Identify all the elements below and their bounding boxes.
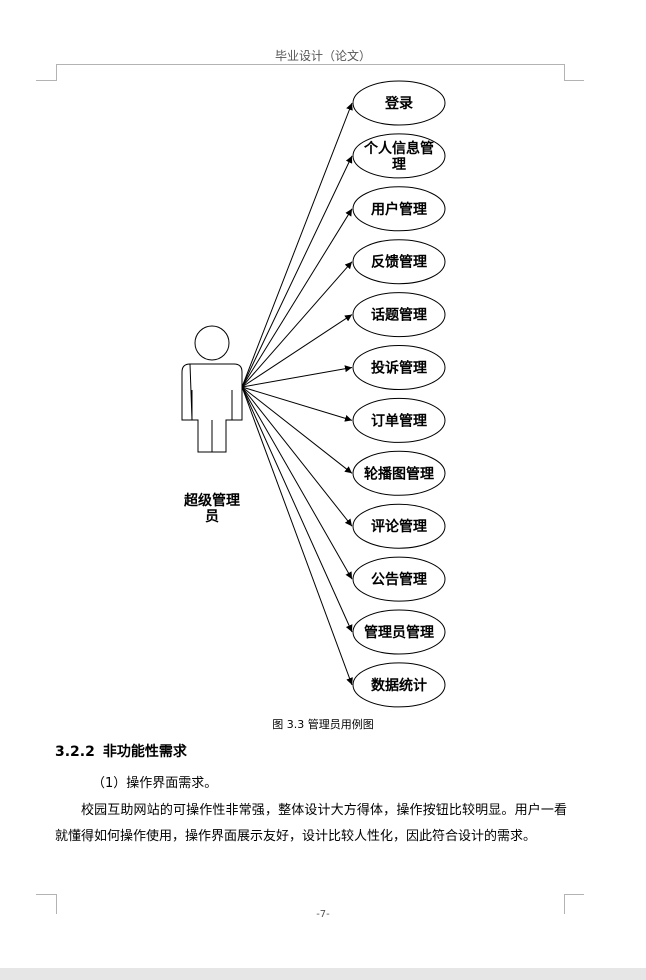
association-arrow xyxy=(241,386,353,422)
association-arrow xyxy=(241,386,353,474)
use-cases: 登录个人信息管理用户管理反馈管理话题管理投诉管理订单管理轮播图管理评论管理公告管… xyxy=(352,80,446,708)
use-case-ellipse xyxy=(352,662,446,708)
use-case: 话题管理 xyxy=(352,292,446,338)
use-case-ellipse xyxy=(352,345,446,390)
use-case-label: 公告管理 xyxy=(371,571,427,588)
association-arrow xyxy=(241,261,353,388)
use-case-label: 反馈管理 xyxy=(371,254,427,271)
use-case-label: 评论管理 xyxy=(371,518,427,535)
use-case: 管理员管理 xyxy=(352,609,446,655)
section-heading: 3.2.2 非功能性需求 xyxy=(55,741,187,761)
use-case-ellipse xyxy=(352,133,446,179)
use-case-ellipse xyxy=(352,397,446,443)
use-case-label: 管理员管理 xyxy=(364,624,434,641)
use-case-label: 理 xyxy=(392,157,406,173)
crop-mark-top-right-v xyxy=(564,64,565,81)
crop-mark-bottom-right-v xyxy=(564,894,565,914)
list-item: （1）操作界面需求。 xyxy=(92,776,218,791)
use-case-label: 投诉管理 xyxy=(371,360,427,377)
use-case-label: 轮播图管理 xyxy=(364,465,434,482)
use-case-ellipse xyxy=(352,239,446,285)
actor-label-line: 员 xyxy=(205,509,219,525)
association-arrow xyxy=(241,386,353,527)
header-rule xyxy=(56,64,564,65)
use-case: 公告管理 xyxy=(352,556,446,602)
body-paragraph: 校园互助网站的可操作性非常强，整体设计大方得体，操作按钮比较明显。用户一看就懂得… xyxy=(55,803,567,844)
use-case-ellipse xyxy=(352,80,446,126)
use-case: 反馈管理 xyxy=(352,239,446,285)
crop-mark-top-left-v xyxy=(56,64,57,81)
use-case-ellipse xyxy=(352,292,446,338)
association-arrows xyxy=(241,102,353,686)
use-case: 登录 xyxy=(352,80,446,126)
use-case: 订单管理 xyxy=(352,397,446,443)
crop-mark-bottom-left-v xyxy=(56,894,57,914)
crop-mark-bottom-left-h xyxy=(36,894,56,895)
figure-caption: 图 3.3 管理员用例图 xyxy=(272,718,374,731)
use-case-ellipse xyxy=(352,186,446,232)
association-arrow xyxy=(241,386,353,633)
use-case: 数据统计 xyxy=(352,662,446,708)
association-arrow xyxy=(241,365,353,388)
section-number: 3.2.2 xyxy=(55,744,95,760)
use-case-label: 用户管理 xyxy=(371,201,427,218)
crop-mark-bottom-right-h xyxy=(564,894,584,895)
page-number: -7- xyxy=(316,909,330,920)
crop-mark-top-right-h xyxy=(564,80,584,81)
association-arrow xyxy=(241,386,353,580)
use-case-ellipse xyxy=(352,450,446,496)
use-case-ellipse xyxy=(352,556,446,602)
use-case-label: 订单管理 xyxy=(371,412,427,429)
use-case: 轮播图管理 xyxy=(352,450,446,496)
section-title: 非功能性需求 xyxy=(102,744,187,760)
use-case-label: 登录 xyxy=(384,95,413,112)
use-case-label: 数据统计 xyxy=(371,677,427,694)
actor-label-line: 超级管理 xyxy=(183,492,240,509)
use-case-ellipse xyxy=(352,609,446,655)
crop-mark-top-left-h xyxy=(36,80,56,81)
running-header: 毕业设计（论文） xyxy=(274,49,371,63)
actor-figure xyxy=(181,325,243,453)
use-case-label: 话题管理 xyxy=(371,307,427,324)
use-case-label: 个人信息管 xyxy=(363,140,434,157)
association-arrow xyxy=(241,208,353,388)
use-case: 投诉管理 xyxy=(352,345,446,390)
association-arrow xyxy=(241,102,353,388)
use-case: 评论管理 xyxy=(352,503,446,549)
page-bottom-band xyxy=(0,968,646,980)
association-arrow xyxy=(241,314,353,388)
association-arrow xyxy=(241,386,353,686)
use-case: 用户管理 xyxy=(352,186,446,232)
association-arrow xyxy=(241,155,353,388)
use-case-ellipse xyxy=(352,503,446,549)
